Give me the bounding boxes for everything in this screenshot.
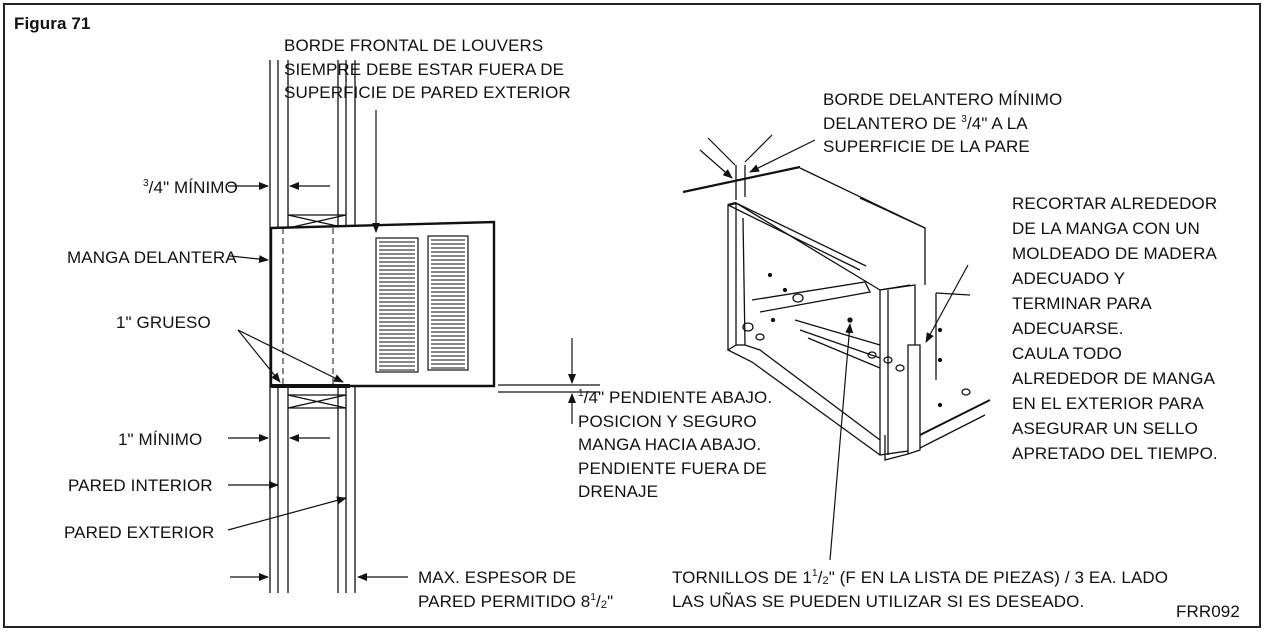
slope-note-line: PENDIENTE FUERA DE — [578, 458, 767, 478]
slope-note-line: MANGA HACIA ABAJO. — [578, 435, 762, 454]
thickness-label: 1" GRUESO — [116, 313, 211, 332]
trim-note-line: ADECUARSE. — [1012, 319, 1124, 338]
label-text: " MÍNIMO — [163, 178, 238, 197]
figure-code: FRR092 — [1176, 602, 1240, 621]
screws-line: TORNILLOS DE 1 — [672, 568, 812, 587]
right-leaders — [699, 134, 969, 561]
louvers-note: BORDE FRONTAL DE LOUVERS SIEMPRE DEBE ES… — [284, 34, 571, 105]
fraction-numerator: 1 — [590, 591, 597, 603]
trim-note-line: DE LA MANGA CON UN — [1012, 219, 1200, 238]
max-thickness-line: MAX. ESPESOR DE — [418, 568, 577, 587]
fraction-denominator: 2 — [822, 575, 829, 587]
trim-note-line: MOLDEADO DE MADERA — [1012, 244, 1217, 263]
trim-note-line: RECORTAR ALREDEDOR — [1012, 194, 1218, 213]
trim-note-line: APRETADO DEL TIEMPO. — [1012, 444, 1218, 463]
screws-line: " (F EN LA LISTA DE PIEZAS) / 3 EA. LADO — [828, 568, 1169, 587]
louver-slats — [379, 239, 465, 371]
trim-note-line: EN EL EXTERIOR PARA — [1012, 394, 1204, 413]
louvers-note-line: BORDE FRONTAL DE LOUVERS — [284, 36, 544, 55]
fraction-numerator: 1 — [578, 388, 584, 399]
trim-note-line: ASEGURAR UN SELLO — [1012, 419, 1198, 438]
trim-note-line: TERMINAR PARA — [1012, 294, 1152, 313]
screws-line: LAS UÑAS SE PUEDEN UTILIZAR SI ES DESEAD… — [672, 591, 1085, 611]
front-edge-line: BORDE DELANTERO MÍNIMO — [823, 90, 1063, 109]
outer-wall-label: PARED EXTERIOR — [64, 523, 215, 542]
fraction-denominator: 4 — [971, 113, 982, 133]
max-thickness-line: PARED PERMITIDO 8 — [418, 591, 591, 611]
trim-note-line: CAULA TODO — [1012, 344, 1122, 363]
screws-note: TORNILLOS DE 11/2" (F EN LA LISTA DE PIE… — [672, 566, 1168, 613]
left-leaders — [227, 110, 600, 581]
front-edge-line: SUPERFICIE DE LA PARE — [823, 137, 1030, 156]
front-edge-line: DELANTERO DE — [823, 113, 962, 133]
inch-mark: " — [607, 591, 614, 611]
fraction-numerator: 1 — [811, 568, 818, 579]
slope-note-line: DRENAJE — [578, 482, 659, 501]
min-one-inch-label: 1" MÍNIMO — [118, 430, 203, 449]
figure-title: Figura 71 — [14, 14, 91, 33]
fraction-denominator: 4 — [588, 388, 599, 407]
min-three-quarter-label: 3/4" MÍNIMO — [143, 178, 238, 197]
louvers-note-line: SUPERFICIE DE PARED EXTERIOR — [284, 83, 571, 102]
front-edge-line: " A LA — [981, 113, 1028, 133]
sleeve-box — [269, 220, 496, 388]
slope-note-line: POSICION Y SEGURO — [578, 411, 757, 431]
trim-note-line: ADECUADO Y — [1012, 269, 1126, 288]
inner-wall-label: PARED INTERIOR — [68, 476, 213, 495]
trim-note-line: ALREDEDOR DE MANGA — [1012, 369, 1216, 388]
louver-grille — [375, 235, 469, 373]
fraction-numerator: 3 — [961, 113, 967, 125]
trim-caulk-note: RECORTAR ALREDEDOR DE LA MANGA CON UN MO… — [1012, 191, 1218, 466]
front-edge-note: BORDE DELANTERO MÍNIMO DELANTERO DE 3/4"… — [823, 88, 1062, 159]
louvers-note-line: SIEMPRE DEBE ESTAR FUERA DE — [284, 59, 565, 79]
fraction-numerator: 3 — [143, 178, 149, 189]
sleeve-isometric — [682, 165, 991, 461]
front-sleeve-label: MANGA DELANTERA — [67, 248, 237, 267]
fraction-denominator: 2 — [600, 598, 608, 611]
max-thickness-note: MAX. ESPESOR DE PARED PERMITIDO 81/2" — [418, 568, 614, 611]
fraction-denominator: 4 — [153, 178, 164, 197]
slope-note-line: " PENDIENTE ABAJO. — [598, 388, 773, 407]
figure-frame — [3, 3, 1261, 628]
slope-note: 1/4" PENDIENTE ABAJO. POSICION Y SEGURO … — [578, 386, 772, 504]
